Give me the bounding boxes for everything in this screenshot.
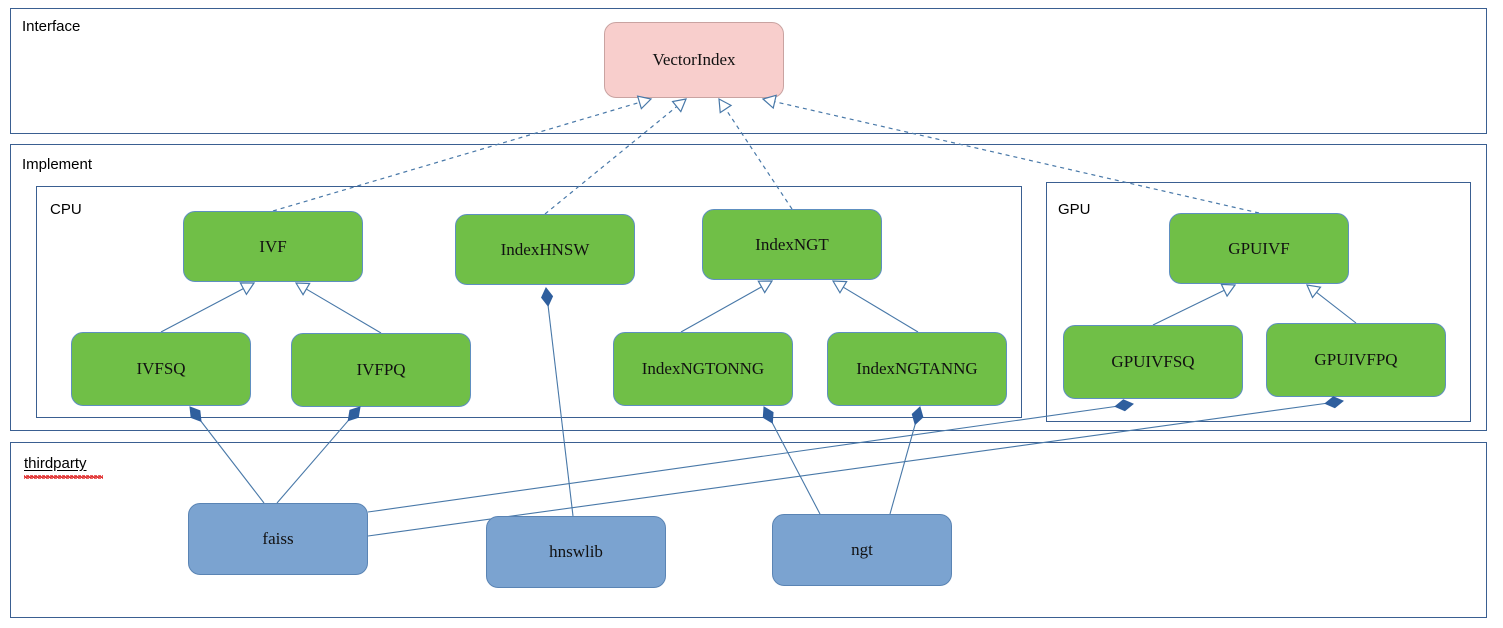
class-node-label-ivf: IVF — [259, 236, 287, 256]
class-node-label-vectorindex: VectorIndex — [652, 50, 736, 69]
edge-e-ngtonng-indexngt — [680, 285, 763, 333]
frame-implement — [10, 144, 1487, 431]
marker-filled-diamond-e-faiss-gpuivfsq — [1114, 399, 1134, 412]
frame-gpu — [1046, 182, 1471, 422]
marker-filled-diamond-e-faiss-ivfpq — [347, 406, 361, 422]
class-node-gpuivfpq[interactable]: GPUIVFPQ — [1266, 323, 1446, 397]
marker-filled-diamond-e-hnswlib-indexhnsw — [541, 287, 554, 307]
frame-interface — [10, 8, 1487, 134]
class-node-ngt[interactable]: ngt — [772, 514, 952, 586]
class-node-label-indexhnsw: IndexHNSW — [500, 239, 590, 259]
edge-e-ngt-ngtonng — [767, 414, 821, 515]
class-node-ivfpq[interactable]: IVFPQ — [291, 333, 471, 407]
marker-hollow-triangle-e-ngtanng-indexngt — [831, 280, 848, 294]
marker-hollow-triangle-e-gpuivfsq-gpuivf — [1220, 283, 1237, 298]
class-node-gpuivf[interactable]: GPUIVF — [1169, 213, 1349, 284]
frame-label-interface: Interface — [22, 18, 81, 35]
marker-filled-diamond-e-ngt-ngtanng — [911, 406, 924, 426]
edge-e-faiss-ivfsq — [195, 413, 265, 504]
edge-e-hnswlib-indexhnsw — [546, 296, 574, 517]
class-node-ivf[interactable]: IVF — [183, 211, 363, 282]
edge-e-ivfsq-ivf — [160, 287, 245, 333]
class-node-indexngt[interactable]: IndexNGT — [702, 209, 882, 280]
marker-filled-diamond-e-faiss-ivfsq — [189, 406, 202, 423]
class-node-indexngtanng[interactable]: IndexNGTANNG — [827, 332, 1007, 406]
class-node-faiss[interactable]: faiss — [188, 503, 368, 575]
class-node-label-ivfsq: IVFSQ — [136, 359, 186, 378]
edge-e-ngt-ngtanng — [889, 415, 919, 515]
frame-label-gpu: GPU — [1058, 201, 1091, 218]
edge-e-ngtanng-indexngt — [842, 286, 919, 333]
class-node-label-gpuivfpq: GPUIVFPQ — [1314, 350, 1398, 369]
class-node-label-ngt: ngt — [851, 540, 873, 559]
marker-hollow-triangle-e-gpuivf-vectorindex — [761, 94, 777, 110]
class-node-label-gpuivfsq: GPUIVFSQ — [1111, 352, 1195, 371]
edge-e-faiss-ivfpq — [276, 413, 355, 504]
class-node-label-indexngtonng: IndexNGTONNG — [641, 359, 765, 378]
marker-hollow-triangle-e-gpuivfpq-gpuivf — [1306, 284, 1322, 299]
edge-e-faiss-gpuivfpq — [367, 401, 1335, 537]
marker-filled-diamond-e-ngt-ngtonng — [762, 406, 774, 424]
edge-e-ivfpq-ivf — [305, 288, 382, 334]
marker-hollow-triangle-e-ivfsq-ivf — [239, 282, 256, 296]
frame-label-implement: Implement — [22, 156, 93, 173]
frame-cpu — [36, 186, 1022, 418]
class-node-gpuivfsq[interactable]: GPUIVFSQ — [1063, 325, 1243, 399]
class-node-indexngtonng[interactable]: IndexNGTONNG — [613, 332, 793, 406]
class-node-ivfsq[interactable]: IVFSQ — [71, 332, 251, 406]
marker-hollow-triangle-e-indexhnsw-vectorindex — [671, 98, 687, 113]
class-node-label-indexngtanng: IndexNGTANNG — [856, 359, 978, 378]
class-node-vectorindex[interactable]: VectorIndex — [604, 22, 784, 98]
marker-hollow-triangle-e-indexngt-vectorindex — [718, 97, 733, 114]
marker-filled-diamond-e-faiss-gpuivfpq — [1324, 396, 1344, 409]
class-node-indexhnsw[interactable]: IndexHNSW — [455, 214, 635, 285]
class-node-label-indexngt: IndexNGT — [755, 234, 829, 254]
marker-hollow-triangle-e-ngtonng-indexngt — [757, 280, 774, 294]
spellcheck-underline-thirdparty — [24, 475, 103, 479]
class-node-label-faiss: faiss — [262, 529, 294, 548]
class-node-label-gpuivf: GPUIVF — [1228, 238, 1290, 258]
frame-label-thirdparty: thirdparty — [24, 455, 87, 472]
frame-thirdparty — [10, 442, 1487, 618]
class-node-label-ivfpq: IVFPQ — [356, 360, 406, 379]
edge-e-gpuivfpq-gpuivf — [1315, 291, 1357, 324]
class-node-label-hnswlib: hnswlib — [549, 542, 603, 561]
frame-label-cpu: CPU — [50, 201, 82, 218]
edge-e-faiss-gpuivfsq — [367, 404, 1125, 513]
marker-hollow-triangle-e-ivfpq-ivf — [294, 282, 311, 296]
class-node-hnswlib[interactable]: hnswlib — [486, 516, 666, 588]
marker-hollow-triangle-e-ivf-vectorindex — [636, 95, 653, 110]
edge-e-gpuivf-vectorindex — [773, 100, 1260, 214]
edge-e-gpuivfsq-gpuivf — [1152, 289, 1226, 326]
